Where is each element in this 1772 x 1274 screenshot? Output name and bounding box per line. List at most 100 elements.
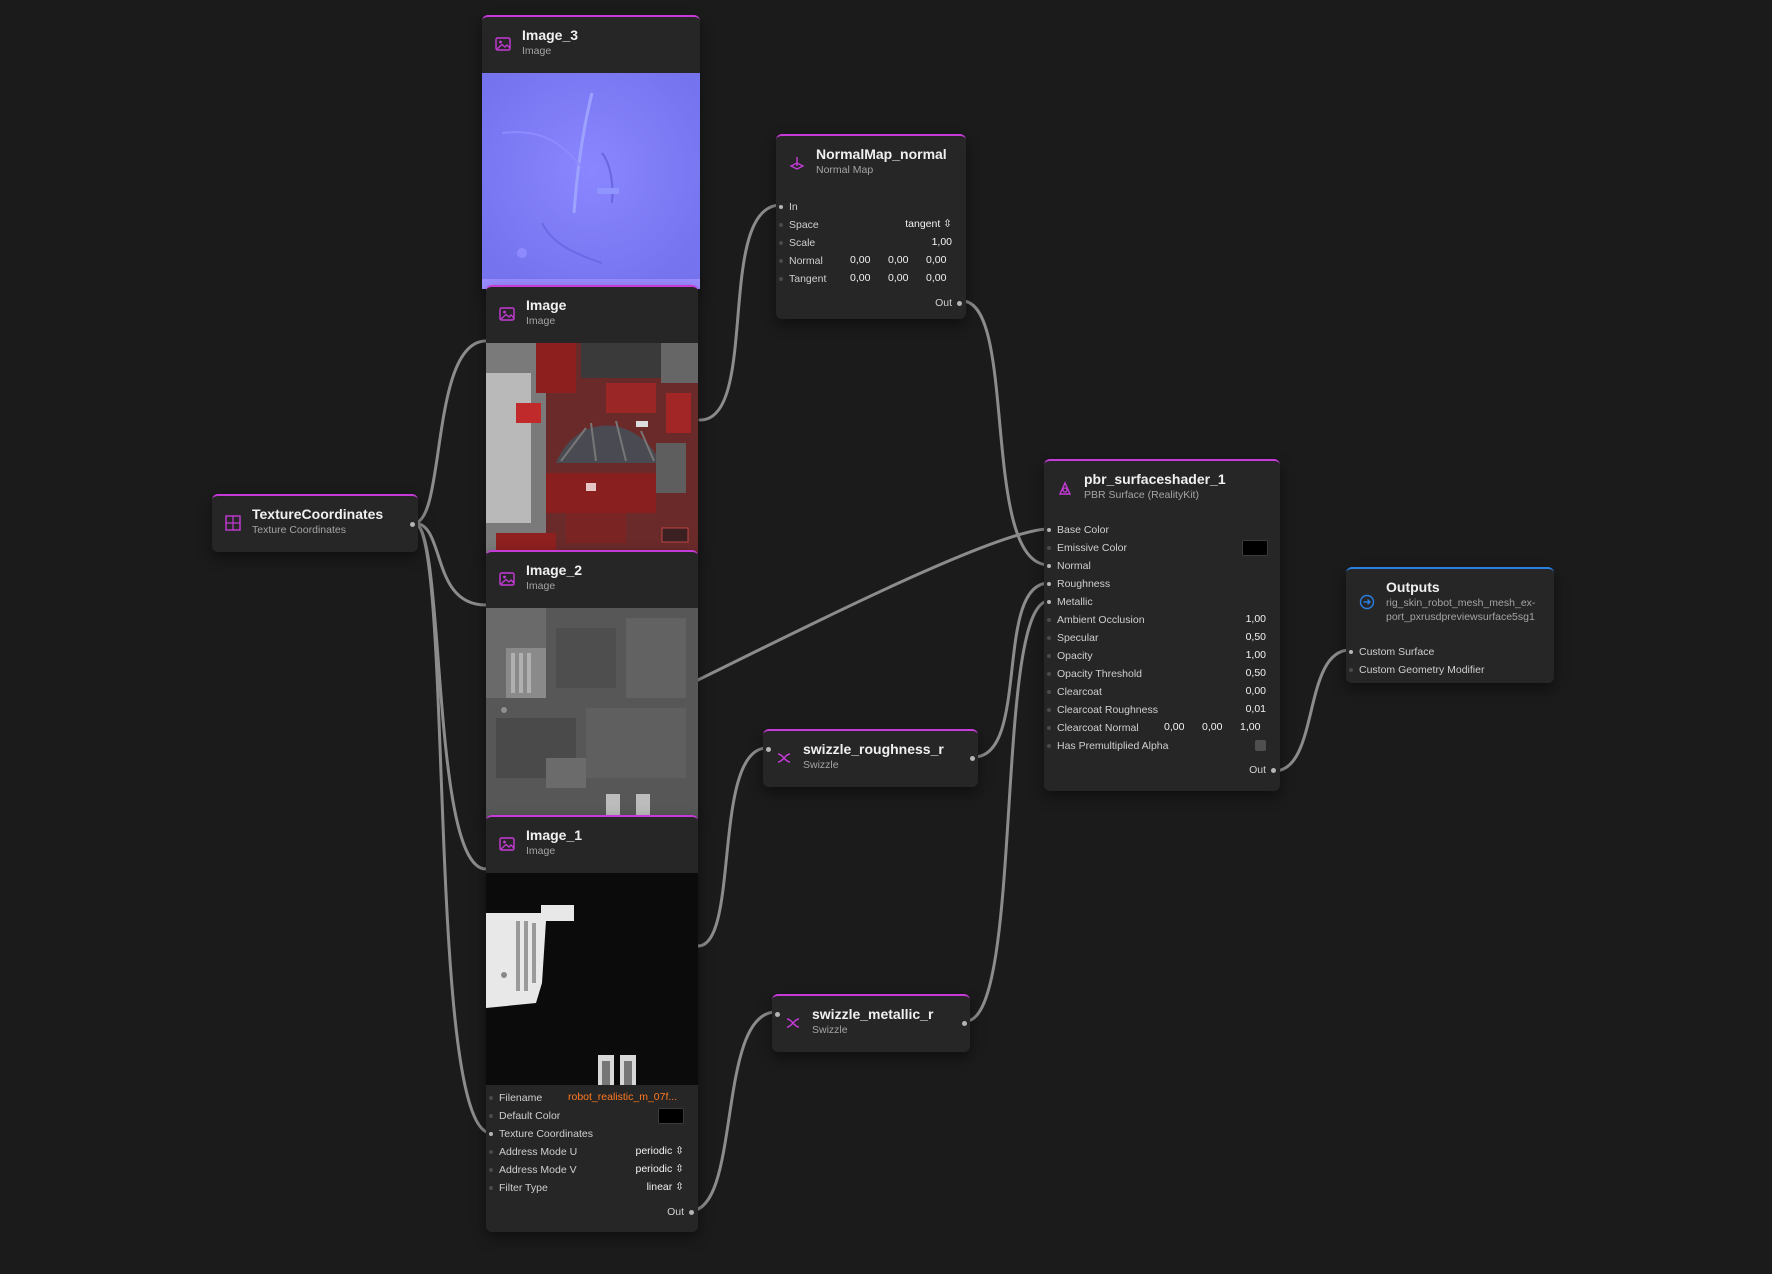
tangent-row[interactable]: Tangent 0,00 0,00 0,00: [776, 270, 966, 288]
node-header[interactable]: pbr_surfaceshader_1 PBR Surface (Reality…: [1044, 461, 1280, 515]
address-mode-v-row[interactable]: Address Mode V periodic ⇳: [486, 1161, 698, 1179]
port-dot[interactable]: [1349, 650, 1353, 654]
port-dot[interactable]: [489, 1114, 493, 1118]
input-port[interactable]: [766, 747, 771, 752]
scale-row[interactable]: Scale 1,00: [776, 234, 966, 252]
specular-row[interactable]: Specular 0,50: [1044, 629, 1280, 647]
port-dot[interactable]: [489, 1132, 493, 1136]
image-3-node[interactable]: Image_3 Image: [482, 15, 700, 289]
port-dot[interactable]: [1047, 744, 1051, 748]
output-port[interactable]: [1271, 768, 1276, 773]
emissive-color-swatch[interactable]: [1242, 540, 1268, 556]
normal-map-node[interactable]: NormalMap_normal Normal Map In Space tan…: [776, 134, 966, 319]
output-port[interactable]: [689, 1210, 694, 1215]
node-header[interactable]: Image_2 Image: [486, 552, 698, 606]
tangent-y-value[interactable]: 0,00: [888, 272, 909, 284]
port-dot[interactable]: [779, 277, 783, 281]
filename-value[interactable]: robot_realistic_m_07f...: [568, 1091, 678, 1103]
node-header[interactable]: NormalMap_normal Normal Map: [776, 136, 966, 190]
clearcoat-normal-x-value[interactable]: 0,00: [1164, 721, 1185, 733]
clearcoat-value[interactable]: 0,00: [1245, 685, 1266, 697]
address-mode-u-row[interactable]: Address Mode U periodic ⇳: [486, 1143, 698, 1161]
node-header[interactable]: swizzle_metallic_r Swizzle: [772, 996, 970, 1050]
opacity-threshold-row[interactable]: Opacity Threshold 0,50: [1044, 665, 1280, 683]
port-dot[interactable]: [1047, 636, 1051, 640]
port-dot[interactable]: [1047, 726, 1051, 730]
ambient-occlusion-row[interactable]: Ambient Occlusion 1,00: [1044, 611, 1280, 629]
texture-coordinates-row[interactable]: Texture Coordinates: [486, 1125, 698, 1143]
specular-value[interactable]: 0,50: [1245, 631, 1266, 643]
node-header[interactable]: Image Image: [486, 287, 698, 341]
opacity-threshold-value[interactable]: 0,50: [1245, 667, 1266, 679]
emissive-color-row[interactable]: Emissive Color: [1044, 539, 1280, 557]
clearcoat-roughness-value[interactable]: 0,01: [1245, 703, 1266, 715]
image-2-node[interactable]: Image_2 Image: [486, 550, 698, 818]
base-color-row[interactable]: Base Color: [1044, 521, 1280, 539]
port-dot[interactable]: [1349, 668, 1353, 672]
swizzle-roughness-node[interactable]: swizzle_roughness_r Swizzle: [763, 729, 978, 787]
normal-row[interactable]: Normal: [1044, 557, 1280, 575]
opacity-value[interactable]: 1,00: [1245, 649, 1266, 661]
image-node[interactable]: Image Image: [486, 285, 698, 553]
node-header[interactable]: swizzle_roughness_r Swizzle: [763, 731, 978, 785]
output-port[interactable]: [957, 301, 962, 306]
tangent-z-value[interactable]: 0,00: [926, 272, 947, 284]
port-dot[interactable]: [1047, 690, 1051, 694]
filter-type-dropdown[interactable]: linear ⇳: [647, 1181, 684, 1193]
node-header[interactable]: Image_1 Image: [486, 817, 698, 871]
port-dot[interactable]: [489, 1186, 493, 1190]
output-port[interactable]: [962, 1021, 967, 1026]
premultiplied-alpha-checkbox[interactable]: [1255, 740, 1266, 751]
out-row[interactable]: Out: [776, 294, 966, 312]
port-dot[interactable]: [1047, 618, 1051, 622]
space-row[interactable]: Space tangent ⇳: [776, 216, 966, 234]
clearcoat-normal-y-value[interactable]: 0,00: [1202, 721, 1223, 733]
port-dot[interactable]: [1047, 582, 1051, 586]
tangent-x-value[interactable]: 0,00: [850, 272, 871, 284]
image-1-node[interactable]: Image_1 Image Filename robot_realistic_m…: [486, 815, 698, 1232]
space-dropdown[interactable]: tangent ⇳: [905, 218, 952, 230]
node-header[interactable]: TextureCoordinates Texture Coordinates: [212, 496, 418, 550]
opacity-row[interactable]: Opacity 1,00: [1044, 647, 1280, 665]
port-dot[interactable]: [779, 259, 783, 263]
premultiplied-alpha-row[interactable]: Has Premultiplied Alpha: [1044, 737, 1280, 755]
port-dot[interactable]: [489, 1096, 493, 1100]
metallic-row[interactable]: Metallic: [1044, 593, 1280, 611]
port-dot[interactable]: [489, 1168, 493, 1172]
swizzle-metallic-node[interactable]: swizzle_metallic_r Swizzle: [772, 994, 970, 1052]
clearcoat-roughness-row[interactable]: Clearcoat Roughness 0,01: [1044, 701, 1280, 719]
port-dot[interactable]: [489, 1150, 493, 1154]
filter-type-row[interactable]: Filter Type linear ⇳: [486, 1179, 698, 1197]
output-port[interactable]: [410, 522, 415, 527]
port-dot[interactable]: [779, 241, 783, 245]
port-dot[interactable]: [1047, 654, 1051, 658]
port-dot[interactable]: [1047, 528, 1051, 532]
outputs-node[interactable]: Outputs rig_skin_robot_mesh_mesh_ex- por…: [1346, 567, 1554, 683]
port-dot[interactable]: [779, 223, 783, 227]
custom-geometry-modifier-row[interactable]: Custom Geometry Modifier: [1346, 661, 1554, 679]
address-mode-u-dropdown[interactable]: periodic ⇳: [635, 1145, 684, 1157]
port-dot[interactable]: [1047, 546, 1051, 550]
normal-x-value[interactable]: 0,00: [850, 254, 871, 266]
ambient-occlusion-value[interactable]: 1,00: [1245, 613, 1266, 625]
in-row[interactable]: In: [776, 198, 966, 216]
input-port[interactable]: [775, 1012, 780, 1017]
out-row[interactable]: Out: [1044, 761, 1280, 779]
node-header[interactable]: Image_3 Image: [482, 17, 700, 71]
port-dot[interactable]: [1047, 708, 1051, 712]
roughness-row[interactable]: Roughness: [1044, 575, 1280, 593]
clearcoat-normal-row[interactable]: Clearcoat Normal 0,00 0,00 1,00: [1044, 719, 1280, 737]
default-color-swatch[interactable]: [658, 1108, 684, 1124]
normal-y-value[interactable]: 0,00: [888, 254, 909, 266]
custom-surface-row[interactable]: Custom Surface: [1346, 643, 1554, 661]
port-dot[interactable]: [1047, 600, 1051, 604]
texture-coordinates-node[interactable]: TextureCoordinates Texture Coordinates: [212, 494, 418, 552]
address-mode-v-dropdown[interactable]: periodic ⇳: [635, 1163, 684, 1175]
clearcoat-row[interactable]: Clearcoat 0,00: [1044, 683, 1280, 701]
scale-value[interactable]: 1,00: [931, 236, 952, 248]
normal-z-value[interactable]: 0,00: [926, 254, 947, 266]
filename-row[interactable]: Filename robot_realistic_m_07f...: [486, 1089, 698, 1107]
port-dot[interactable]: [1047, 672, 1051, 676]
port-dot[interactable]: [1047, 564, 1051, 568]
clearcoat-normal-z-value[interactable]: 1,00: [1240, 721, 1261, 733]
